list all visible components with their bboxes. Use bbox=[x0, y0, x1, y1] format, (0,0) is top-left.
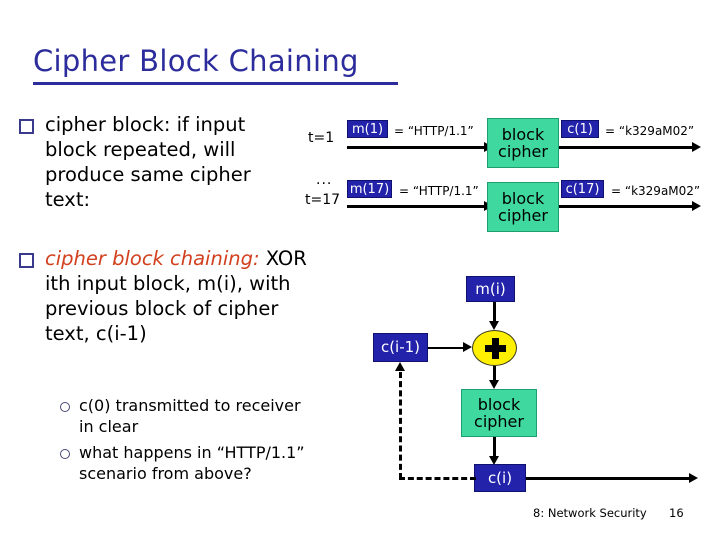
cbc-message-to-xor-arrow-head bbox=[489, 321, 499, 330]
ecb-row2-block-cipher: block cipher bbox=[487, 182, 559, 232]
cbc-output-box: c(i) bbox=[474, 464, 526, 492]
block-cipher-label-line2: cipher bbox=[498, 142, 548, 161]
cbc-message-box: m(i) bbox=[466, 276, 515, 302]
bullet-body-text: XOR ith input block, m(i), with previous… bbox=[45, 247, 307, 345]
bullet-lead-term: cipher block chaining: bbox=[45, 247, 260, 270]
cbc-prev-cipher-to-xor-line bbox=[428, 347, 466, 349]
ecb-row1-plaintext-value: = “HTTP/1.1” bbox=[394, 124, 474, 138]
ecb-ellipsis: ... bbox=[316, 172, 333, 188]
circle-bullet-icon bbox=[60, 402, 70, 412]
ecb-row2-ciphertext-value: = “k329aM02” bbox=[611, 184, 701, 198]
ecb-row2-ciphertext-box: c(17) bbox=[561, 180, 604, 198]
ecb-row1-ciphertext-box: c(1) bbox=[561, 120, 599, 138]
square-bullet-icon bbox=[19, 253, 34, 268]
cbc-message-to-xor-line bbox=[493, 302, 496, 323]
page-title: Cipher Block Chaining bbox=[33, 44, 359, 78]
ecb-row1-block-cipher: block cipher bbox=[487, 118, 559, 168]
ecb-row2-plaintext-box: m(17) bbox=[347, 180, 392, 198]
cbc-xor-to-cipher-line bbox=[493, 366, 496, 382]
ecb-row1-output-arrow-line bbox=[559, 146, 693, 149]
ecb-row2-time-label: t=17 bbox=[305, 192, 341, 208]
sub-bullet-text: what happens in “HTTP/1.1” scenario from… bbox=[79, 443, 305, 483]
block-cipher-label-line2: cipher bbox=[498, 206, 548, 225]
bullet-text: cipher block: if input block repeated, w… bbox=[45, 113, 251, 211]
ecb-row2-plaintext-value: = “HTTP/1.1” bbox=[399, 184, 479, 198]
block-cipher-label-line2: cipher bbox=[474, 412, 524, 431]
sub-bullet-item-c0-transmitted: c(0) transmitted to receiver in clear bbox=[60, 396, 310, 437]
ecb-row2-output-arrow-line bbox=[559, 205, 693, 208]
ecb-row1-plaintext-box: m(1) bbox=[347, 120, 388, 138]
block-cipher-label-line1: block bbox=[477, 395, 521, 414]
bullet-item-cipher-block-chaining: cipher block chaining: XOR ith input blo… bbox=[19, 246, 319, 346]
square-bullet-icon bbox=[19, 119, 34, 134]
bullet-text: cipher block chaining: XOR ith input blo… bbox=[45, 246, 319, 346]
ecb-row2-input-arrow-line bbox=[347, 205, 485, 208]
ecb-row1-ciphertext-value: = “k329aM02” bbox=[605, 124, 695, 138]
ecb-row1-time-label: t=1 bbox=[308, 130, 335, 146]
sub-bullet-text: c(0) transmitted to receiver in clear bbox=[79, 396, 301, 436]
block-cipher-label-line1: block bbox=[501, 125, 545, 144]
footer-page-number: 16 bbox=[669, 506, 684, 520]
cbc-feedback-line-vertical bbox=[399, 372, 402, 479]
sub-bullet-item-http-scenario: what happens in “HTTP/1.1” scenario from… bbox=[60, 443, 310, 484]
cbc-feedback-arrow-head bbox=[395, 362, 405, 371]
block-cipher-label-line1: block bbox=[501, 189, 545, 208]
footer-section-label: 8: Network Security bbox=[533, 506, 647, 520]
cbc-output-arrow-head bbox=[689, 473, 698, 483]
cbc-prev-cipher-to-xor-arrow-head bbox=[463, 342, 472, 352]
cbc-output-arrow-line bbox=[526, 477, 690, 480]
cbc-cipher-to-output-arrow-head bbox=[489, 456, 499, 465]
cbc-cipher-to-output-line bbox=[493, 437, 496, 458]
xor-operator bbox=[472, 330, 517, 366]
cbc-xor-to-cipher-arrow-head bbox=[489, 380, 499, 389]
ecb-row1-output-arrow-head bbox=[692, 142, 701, 152]
title-underline bbox=[33, 82, 398, 85]
cbc-block-cipher: block cipher bbox=[461, 389, 537, 437]
ecb-row1-input-arrow-line bbox=[347, 146, 485, 149]
ecb-row2-output-arrow-head bbox=[692, 201, 701, 211]
plus-icon-horizontal bbox=[485, 345, 506, 352]
circle-bullet-icon bbox=[60, 449, 70, 459]
cbc-feedback-line-horizontal bbox=[399, 477, 476, 480]
bullet-item-cipher-block: cipher block: if input block repeated, w… bbox=[19, 112, 299, 212]
cbc-prev-cipher-box: c(i-1) bbox=[373, 333, 428, 362]
